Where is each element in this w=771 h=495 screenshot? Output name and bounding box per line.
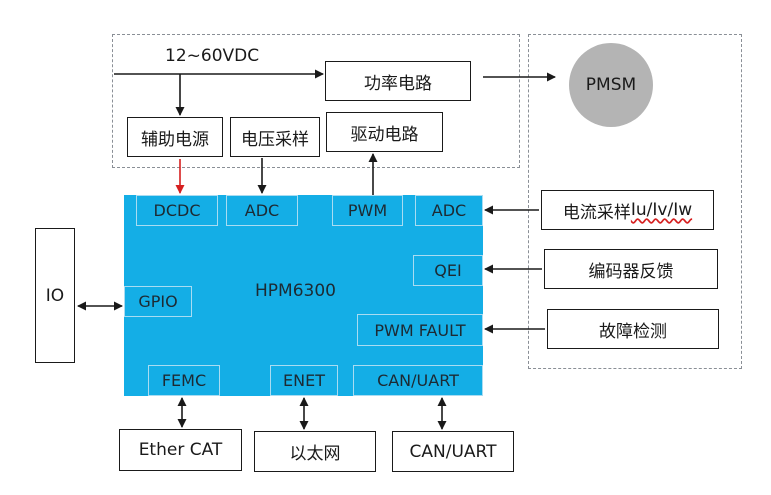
aux-power-box: 辅助电源 xyxy=(127,117,223,157)
hpm6300-chip xyxy=(124,195,483,396)
port-femc: FEMC xyxy=(148,365,220,396)
ethercat-box: Ether CAT xyxy=(119,429,242,471)
voltage-sampling-box: 电压采样 xyxy=(230,117,320,157)
current-sampling-prefix: 电流采样 xyxy=(562,202,631,223)
port-gpio: GPIO xyxy=(124,286,192,317)
port-adc-left: ADC xyxy=(226,195,298,226)
ethernet-box: 以太网 xyxy=(254,431,376,472)
pmsm-motor: PMSM xyxy=(569,43,653,127)
port-can-uart: CAN/UART xyxy=(353,365,483,396)
supply-voltage-label: 12~60VDC xyxy=(165,46,260,66)
port-dcdc: DCDC xyxy=(136,195,218,226)
power-circuit-box: 功率电路 xyxy=(325,61,471,101)
io-box: IO xyxy=(35,228,75,363)
port-pwm-fault: PWM FAULT xyxy=(357,314,483,346)
motor-region xyxy=(528,34,742,369)
can-uart-box: CAN/UART xyxy=(392,431,514,472)
fault-detection-box: 故障检测 xyxy=(547,309,719,349)
encoder-feedback-box: 编码器反馈 xyxy=(544,249,718,289)
chip-name: HPM6300 xyxy=(255,281,336,301)
port-enet: ENET xyxy=(270,365,338,396)
port-qei: QEI xyxy=(413,255,483,286)
drive-circuit-box: 驱动电路 xyxy=(326,112,443,152)
current-sampling-phases: Iu/Iv/Iw xyxy=(630,200,693,220)
port-adc-right: ADC xyxy=(415,195,483,226)
power-stage-region xyxy=(112,34,520,168)
port-pwm: PWM xyxy=(332,195,403,226)
